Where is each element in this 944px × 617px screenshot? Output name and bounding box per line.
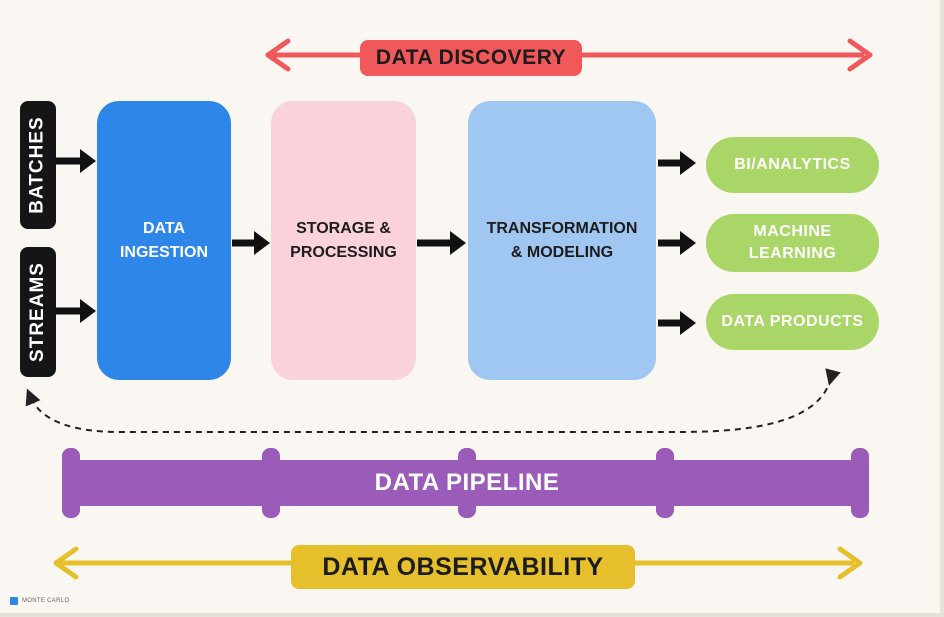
- machine-learning-output: MACHINE LEARNING: [706, 214, 879, 272]
- feedback-loop-dashed-arrow: [25, 368, 841, 433]
- storage-processing-box: STORAGE & PROCESSING: [271, 101, 416, 380]
- bi-analytics-output: BI/ANALYTICS: [706, 137, 879, 193]
- machine-learning-line2: LEARNING: [748, 245, 837, 262]
- to-products-arrow-icon: [658, 311, 696, 335]
- streams-text: STREAMS: [27, 262, 48, 362]
- transformation-modeling-line1: TRANSFORMATION: [486, 219, 638, 237]
- data-discovery-label: DATA DISCOVERY: [360, 40, 582, 76]
- bi-analytics-text: BI/ANALYTICS: [734, 156, 851, 173]
- data-ingestion-line2: INGESTION: [119, 243, 208, 261]
- footer-brand: MONTE CARLO: [10, 597, 69, 605]
- ingestion-to-storage-arrow-icon: [232, 231, 270, 255]
- streams-arrow-icon: [56, 299, 96, 323]
- data-ingestion-box: DATA INGESTION: [97, 101, 231, 380]
- to-bi-arrow-icon: [658, 151, 696, 175]
- footer-brand-text: MONTE CARLO: [22, 598, 70, 604]
- pipeline-bar: [62, 448, 869, 518]
- data-ingestion-line1: DATA: [142, 219, 186, 237]
- data-observability-label: DATA OBSERVABILITY: [291, 545, 635, 589]
- monte-carlo-logo-icon: [10, 597, 18, 605]
- to-ml-arrow-icon: [658, 231, 696, 255]
- storage-to-transformation-arrow-icon: [417, 231, 466, 255]
- batches-arrow-icon: [56, 149, 96, 173]
- transformation-modeling-box: TRANSFORMATION & MODELING: [468, 101, 656, 380]
- data-products-text: DATA PRODUCTS: [721, 313, 864, 330]
- machine-learning-line1: MACHINE: [753, 223, 832, 240]
- data-products-output: DATA PRODUCTS: [706, 294, 879, 350]
- storage-processing-line2: PROCESSING: [290, 243, 397, 261]
- transformation-modeling-line2: & MODELING: [510, 243, 614, 261]
- streams-input-label: STREAMS: [20, 247, 56, 377]
- storage-processing-line1: STORAGE &: [296, 219, 391, 237]
- frame-edge-bottom: [0, 613, 944, 617]
- frame-edge-right: [940, 0, 944, 617]
- batches-input-label: BATCHES: [20, 101, 56, 229]
- data-pipeline-label: DATA PIPELINE: [374, 469, 560, 496]
- batches-text: BATCHES: [27, 116, 48, 214]
